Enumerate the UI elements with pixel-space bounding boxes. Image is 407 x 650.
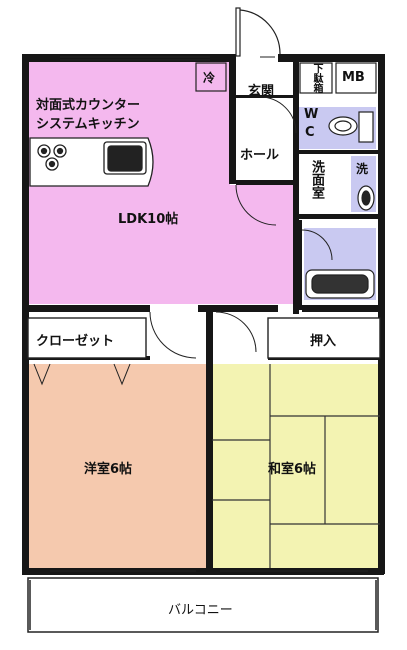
closet-label: クローゼット [36, 334, 115, 349]
fridge-space [195, 62, 227, 92]
wc-label-w: W [304, 107, 319, 122]
balcony-label: バルコニー [168, 603, 233, 618]
mb-label: MB [342, 70, 365, 85]
washbasin-fixture [357, 185, 375, 211]
tatami-lines [212, 364, 380, 568]
closet-box [27, 317, 147, 359]
kitchen-label-line2: システムキッチン [36, 117, 140, 132]
western-room-label: 洋室6帖 [84, 462, 133, 477]
shoe-box-label: 下駄箱 [311, 63, 322, 93]
oshiire-box [267, 317, 381, 359]
washroom-label: 洗面室 [309, 160, 324, 199]
oshiire-label: 押入 [310, 334, 337, 349]
japanese-room-label: 和室6帖 [268, 462, 317, 477]
entrance-label: 玄関 [248, 84, 275, 99]
shoe-box [299, 62, 333, 94]
ldk-label: LDK10帖 [118, 212, 179, 227]
walls [22, 54, 385, 575]
balcony-outline [27, 577, 379, 633]
entrance-door [235, 7, 281, 57]
toilet [328, 111, 374, 143]
wc-label-c: C [305, 125, 315, 140]
japanese-room-area [212, 364, 382, 572]
bathtub [305, 269, 375, 299]
hall-label: ホール [240, 148, 280, 163]
fridge-label: 冷 [203, 71, 216, 85]
western-room-area [28, 364, 206, 572]
kitchen-label-line1: 対面式カウンター [36, 98, 141, 113]
washbasin-label: 洗 [356, 162, 369, 176]
mb-box [335, 62, 377, 94]
kitchen-counter [29, 137, 154, 187]
door-swings [149, 96, 333, 359]
